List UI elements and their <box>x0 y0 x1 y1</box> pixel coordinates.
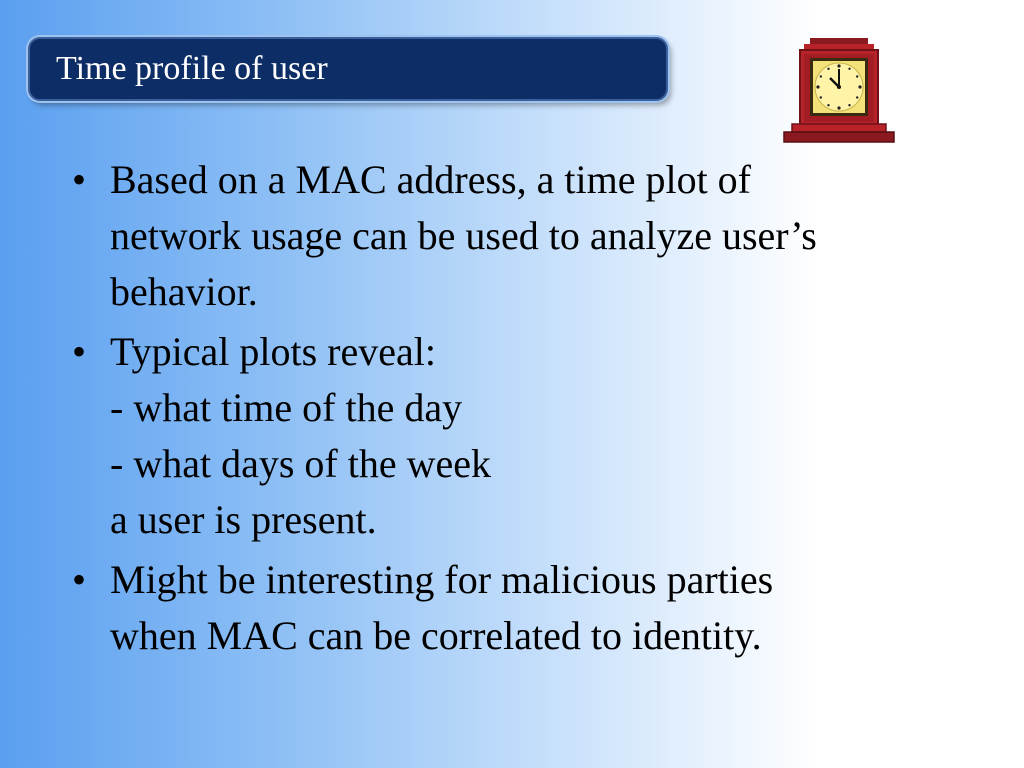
bullet-text-line: Typical plots reveal: <box>110 329 436 374</box>
list-item: • Based on a MAC address, a time plot of… <box>66 152 966 320</box>
bullet-text-line: Might be interesting for malicious parti… <box>110 557 774 602</box>
bullet-text-line: a user is present. <box>110 497 377 542</box>
bullet-text-line: - what days of the week <box>110 441 491 486</box>
bullet-glyph: • <box>72 157 87 202</box>
bullet-text-line: Based on a MAC address, a time plot of <box>110 157 751 202</box>
bullet-glyph: • <box>72 329 87 374</box>
bullet-list: • Based on a MAC address, a time plot of… <box>66 152 966 668</box>
bullet-text-line: behavior. <box>110 269 258 314</box>
title-bar: Time profile of user <box>28 37 668 101</box>
bullet-text-line: when MAC can be correlated to identity. <box>110 613 762 658</box>
bullet-glyph: • <box>72 557 87 602</box>
slide-title: Time profile of user <box>56 50 328 87</box>
bullet-text-line: - what time of the day <box>110 385 463 430</box>
list-item: • Typical plots reveal: - what time of t… <box>66 324 966 548</box>
bullet-text-line: network usage can be used to analyze use… <box>110 213 817 258</box>
list-item: • Might be interesting for malicious par… <box>66 552 966 664</box>
mantel-clock-icon <box>783 38 895 143</box>
